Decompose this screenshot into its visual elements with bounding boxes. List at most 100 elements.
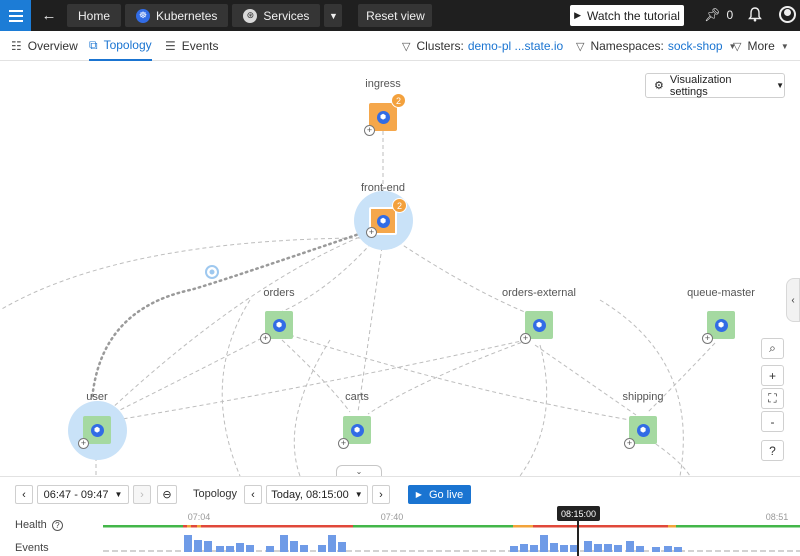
current-time-cursor[interactable] xyxy=(577,521,579,556)
expand-plus-icon[interactable]: + xyxy=(260,333,271,344)
service-node-orders-external[interactable]: ⬢+ xyxy=(520,311,553,344)
events-row-label: Events xyxy=(15,542,49,554)
chevron-down-icon: ▼ xyxy=(354,490,363,499)
user-avatar-icon[interactable] xyxy=(779,6,796,23)
help-icon: ? xyxy=(769,443,776,458)
expand-plus-icon[interactable]: + xyxy=(702,333,713,344)
chevron-left-icon: ‹ xyxy=(251,488,255,501)
timeline-chart[interactable] xyxy=(0,477,800,556)
menu-icon xyxy=(8,9,23,22)
node-label-shipping: shipping xyxy=(622,391,664,403)
view-nav-row: ☷Overview ⧉Topology ☰Events ▽Clusters:de… xyxy=(0,31,800,61)
events-icon: ☰ xyxy=(165,39,176,53)
service-icon: ⬢ xyxy=(532,318,546,332)
back-button[interactable]: ← xyxy=(31,0,67,31)
range-prev-button[interactable]: ‹ xyxy=(15,485,33,504)
filter-icon: ▽ xyxy=(576,40,585,53)
breadcrumb-services[interactable]: ⊛Services xyxy=(232,4,321,27)
current-time-tooltip: 08:15:00 xyxy=(557,506,600,521)
pins-button[interactable]: 📌︎0 xyxy=(704,7,734,22)
breadcrumb-home[interactable]: Home xyxy=(67,4,122,27)
filter-icon: ▽ xyxy=(733,40,742,53)
zoom-in-button[interactable]: + xyxy=(761,365,784,386)
topology-edges xyxy=(0,131,716,476)
service-node-ingress[interactable]: ⬢+ xyxy=(364,103,397,136)
node-label-queue-master: queue-master xyxy=(687,287,755,299)
chevron-down-icon: ▼ xyxy=(728,41,737,51)
play-icon: ▶ xyxy=(574,10,581,20)
gear-icon: ⚙ xyxy=(654,80,664,92)
health-row-label: Health? xyxy=(15,519,63,531)
arrow-left-icon: ← xyxy=(41,7,57,24)
timeline-panel: ‹ 06:47 - 09:47▼ › ⊖ Topology ‹ Today, 0… xyxy=(0,476,800,556)
time-prev-button[interactable]: ‹ xyxy=(244,485,262,504)
zoom-out-time-button[interactable]: ⊖ xyxy=(157,485,177,504)
alert-count-badge: 2 xyxy=(391,93,406,108)
breadcrumb-dropdown[interactable]: ▼ xyxy=(324,4,343,27)
topology-canvas[interactable]: ingress front-end orders orders-external… xyxy=(0,62,800,476)
time-select[interactable]: Today, 08:15:00▼ xyxy=(266,485,368,504)
chevron-down-icon: ⌄ xyxy=(355,467,363,476)
search-icon: ⌕ xyxy=(769,341,776,355)
namespaces-filter[interactable]: ▽Namespaces:sock-shop▼ xyxy=(576,39,737,53)
minus-icon: - xyxy=(770,414,775,429)
watch-tutorial-button[interactable]: ▶Watch the tutorial xyxy=(570,5,684,26)
go-live-button[interactable]: ▶Go live xyxy=(408,485,471,504)
chevron-down-icon: ▼ xyxy=(780,41,789,51)
service-node-front-end[interactable]: ⬢+ xyxy=(366,207,397,238)
service-icon: ⬢ xyxy=(272,318,286,332)
tab-overview[interactable]: ☷Overview xyxy=(11,39,78,53)
hamburger-menu-button[interactable] xyxy=(0,0,31,31)
clusters-filter[interactable]: ▽Clusters:demo-pl ...state.io xyxy=(402,39,564,53)
service-node-shipping[interactable]: ⬢+ xyxy=(624,416,657,449)
tab-topology[interactable]: ⧉Topology xyxy=(89,31,152,61)
side-panel-toggle[interactable]: ‹ xyxy=(786,278,800,322)
time-tick: 07:40 xyxy=(380,512,404,522)
more-filters[interactable]: ▽More▼ xyxy=(733,39,789,53)
filter-icon: ▽ xyxy=(402,40,411,53)
expand-plus-icon[interactable]: + xyxy=(78,438,89,449)
expand-plus-icon[interactable]: + xyxy=(624,438,635,449)
visualization-settings-button[interactable]: ⚙Visualization settings▼ xyxy=(645,73,785,98)
notifications-bell-icon[interactable] xyxy=(748,7,762,25)
play-icon: ▶ xyxy=(415,490,422,499)
node-label-orders: orders xyxy=(263,287,295,299)
service-node-orders[interactable]: ⬢+ xyxy=(260,311,293,344)
chevron-down-icon: ▼ xyxy=(328,10,338,21)
expand-timeline-button[interactable]: ⌄ xyxy=(336,465,382,477)
time-next-button[interactable]: › xyxy=(372,485,390,504)
overview-icon: ☷ xyxy=(11,39,22,53)
service-icon: ⬢ xyxy=(376,214,390,228)
tab-events[interactable]: ☰Events xyxy=(165,39,219,53)
node-label-orders-external: orders-external xyxy=(502,287,576,299)
time-range-select[interactable]: 06:47 - 09:47▼ xyxy=(37,485,129,504)
plus-icon: + xyxy=(768,368,776,383)
range-next-button[interactable]: › xyxy=(133,485,151,504)
expand-plus-icon[interactable]: + xyxy=(364,125,375,136)
node-label-user: user xyxy=(86,391,108,403)
search-button[interactable]: ⌕ xyxy=(761,338,784,359)
chevron-right-icon: › xyxy=(140,488,144,501)
service-icon: ⬢ xyxy=(714,318,728,332)
kubernetes-icon: ☸ xyxy=(136,8,151,23)
chevron-down-icon: ▼ xyxy=(776,81,784,90)
help-button[interactable]: ? xyxy=(761,440,784,461)
fit-to-screen-button[interactable]: ⛶ xyxy=(761,388,784,409)
time-tick: 07:04 xyxy=(187,512,211,522)
chevron-left-icon: ‹ xyxy=(791,294,795,306)
help-icon[interactable]: ? xyxy=(51,520,63,531)
breadcrumb-kubernetes[interactable]: ☸Kubernetes xyxy=(125,4,229,27)
chevron-down-icon: ▼ xyxy=(114,490,123,499)
zoom-out-button[interactable]: - xyxy=(761,411,784,432)
service-node-user[interactable]: ⬢+ xyxy=(78,416,111,449)
events-histogram xyxy=(184,535,682,552)
expand-plus-icon[interactable]: + xyxy=(366,227,377,238)
expand-plus-icon[interactable]: + xyxy=(338,438,349,449)
health-bar xyxy=(103,525,800,528)
service-node-queue-master[interactable]: ⬢+ xyxy=(702,311,735,344)
node-label-front-end: front-end xyxy=(360,182,406,194)
expand-plus-icon[interactable]: + xyxy=(520,333,531,344)
reset-view-button[interactable]: Reset view xyxy=(358,4,433,27)
timeline-view-label: Topology xyxy=(193,488,238,500)
service-node-carts[interactable]: ⬢+ xyxy=(338,416,371,449)
